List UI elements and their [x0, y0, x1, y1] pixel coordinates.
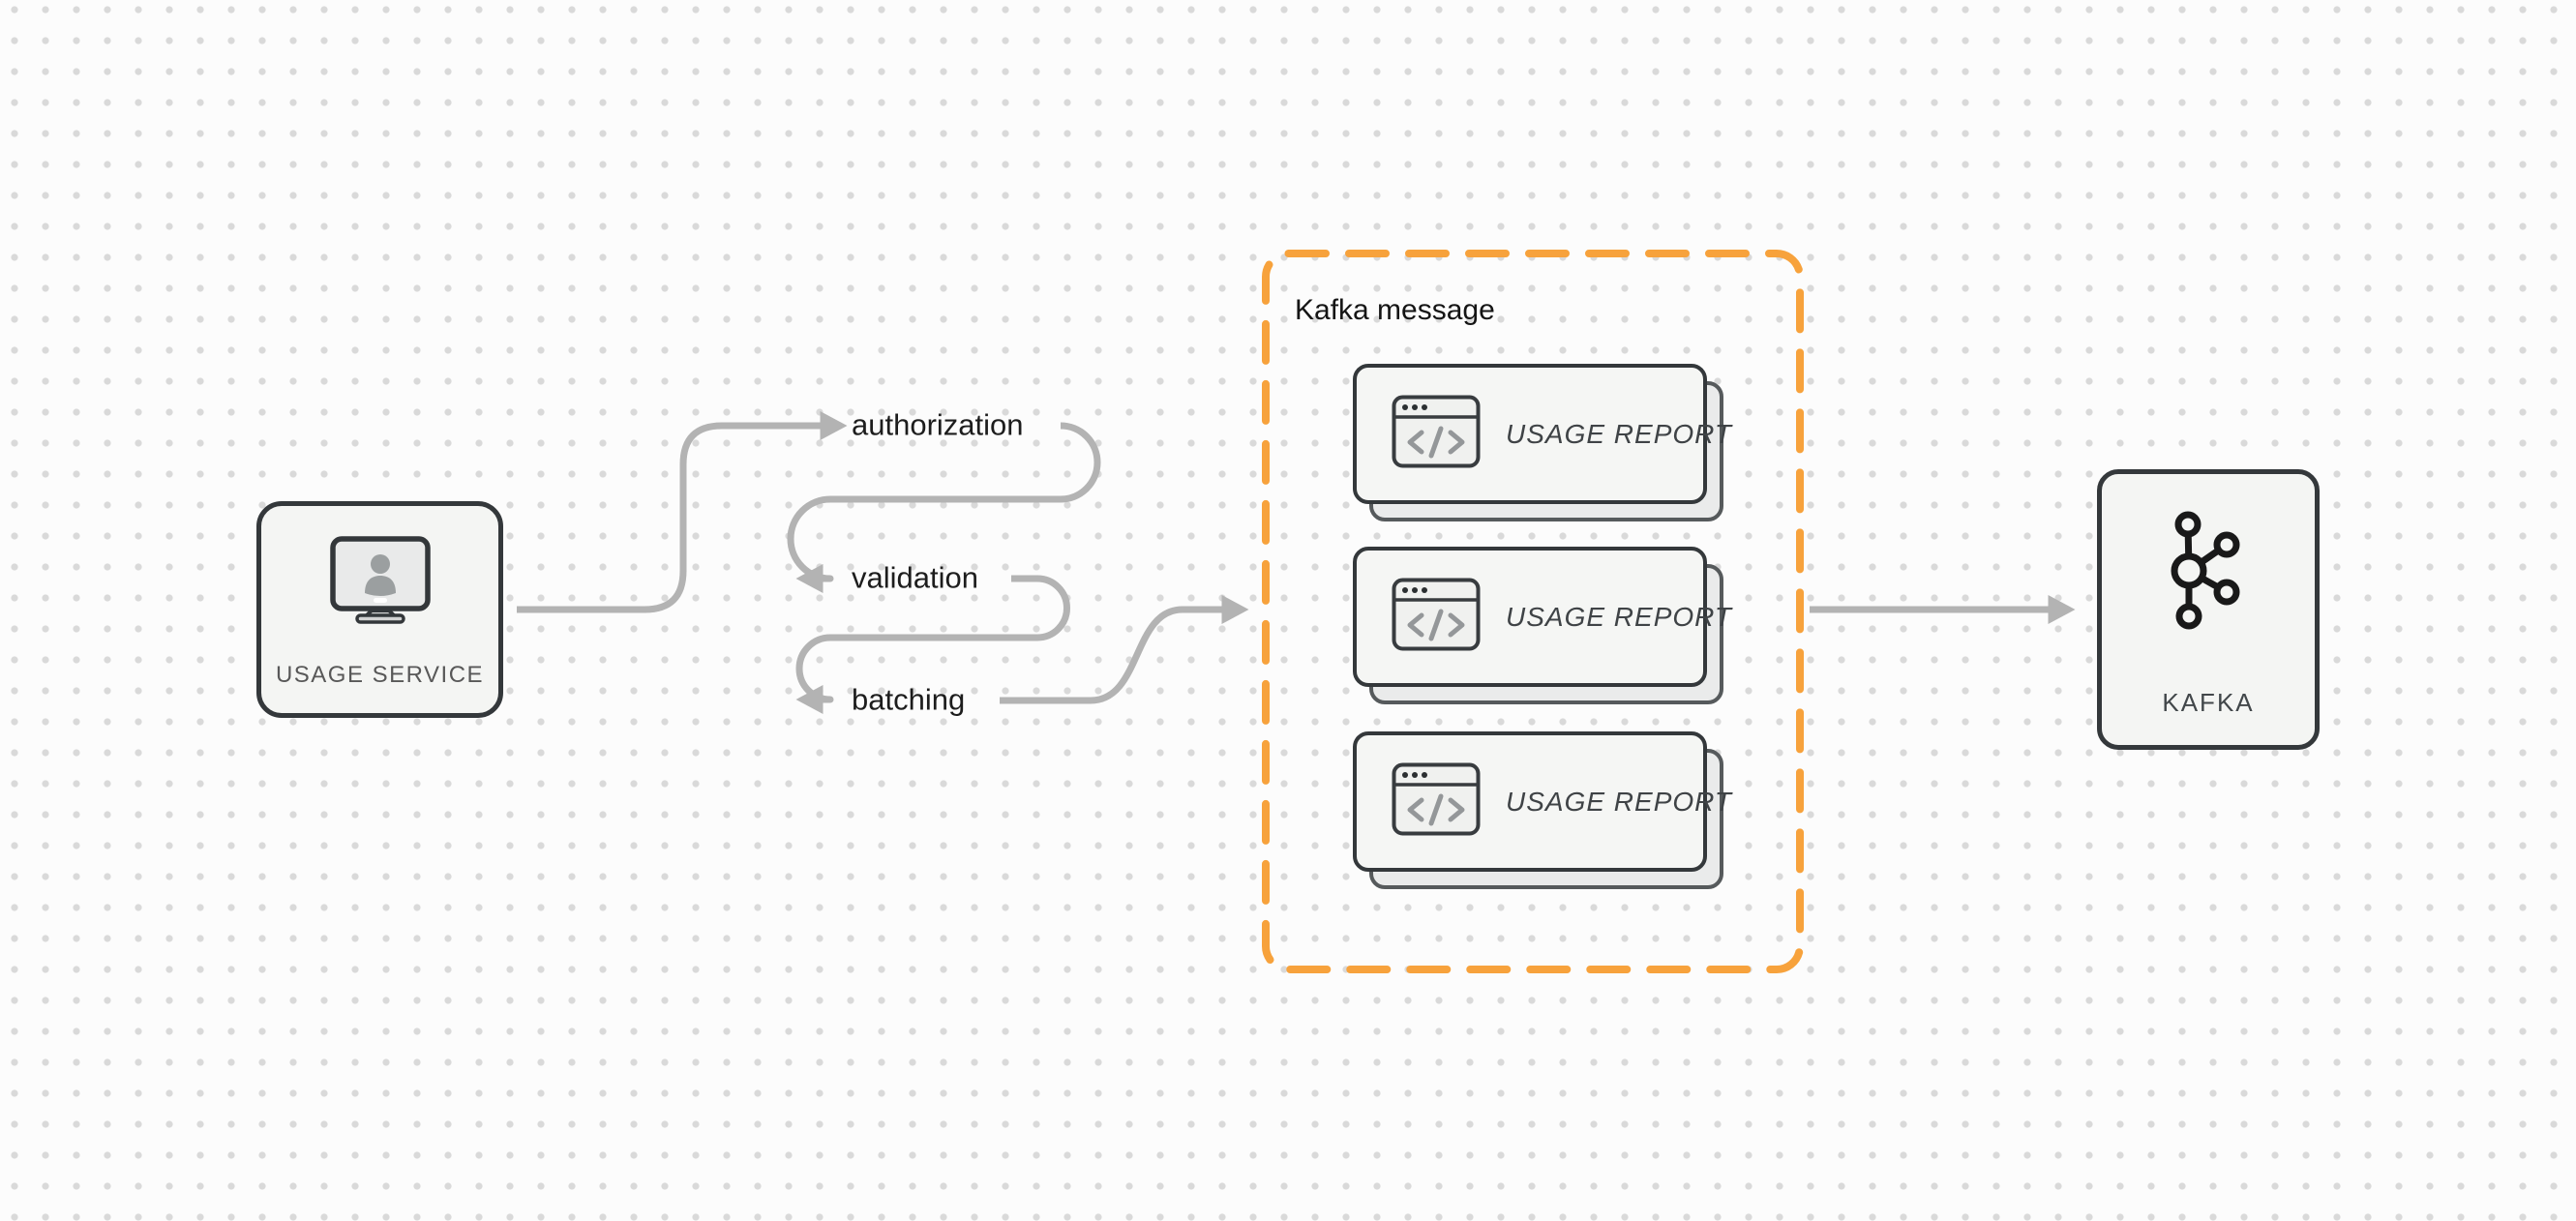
flow-step-batching: batching — [852, 682, 966, 717]
monitor-user-icon — [329, 535, 432, 629]
usage-report-label: USAGE REPORT — [1506, 786, 1732, 817]
usage-report-card: USAGE REPORT — [1353, 731, 1731, 889]
usage-service-label: USAGE SERVICE — [275, 662, 485, 688]
flow-step-validation: validation — [852, 560, 978, 595]
flow-step-authorization: authorization — [852, 407, 1024, 442]
kafka-logo-icon — [2155, 505, 2261, 636]
usage-report-card: USAGE REPORT — [1353, 547, 1731, 704]
usage-report-label: USAGE REPORT — [1506, 418, 1732, 449]
connector-batching-to-kafka-message — [1000, 595, 1249, 704]
kafka-message-group-title: Kafka message — [1295, 294, 1495, 326]
code-window-icon — [1392, 762, 1481, 841]
usage-service-node: USAGE SERVICE — [256, 501, 503, 718]
kafka-node: KAFKA — [2097, 469, 2320, 750]
connector-authorization-to-validation — [787, 422, 1101, 593]
connector-validation-to-batching — [795, 575, 1070, 714]
code-window-icon — [1392, 578, 1481, 656]
kafka-label: KAFKA — [2162, 688, 2255, 717]
usage-report-label: USAGE REPORT — [1506, 601, 1732, 632]
code-window-icon — [1392, 395, 1481, 473]
usage-report-card: USAGE REPORT — [1353, 364, 1731, 521]
connector-usage-service-to-authorization — [517, 411, 848, 613]
